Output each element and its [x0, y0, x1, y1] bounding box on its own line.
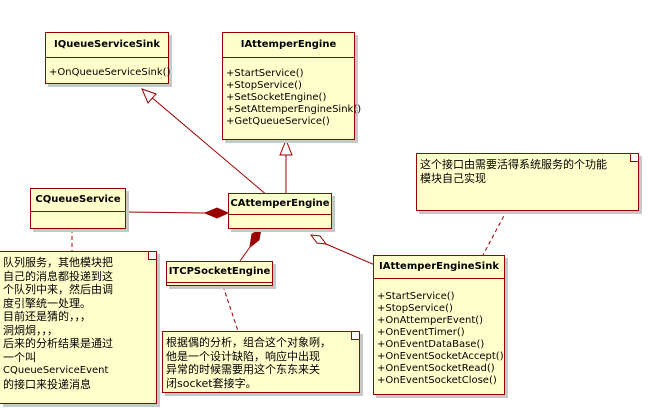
- note-socket-engine: 根据偶的分析，组合这个对象咧， 他是一个设计缺陷，响应中出现 异常的时候需要用这…: [162, 331, 360, 393]
- operation: +SetAttemperEngineSink(): [226, 104, 362, 115]
- class-name: CQueueService: [31, 189, 125, 212]
- class-iqueue-service-sink[interactable]: IQueueServiceSink +OnQueueServiceSink(): [45, 32, 171, 84]
- composition-cqueue-service: [125, 207, 230, 219]
- note-line: 这个接口由需要活得系统服务的个功能: [420, 158, 607, 171]
- note-anchor-interface: [482, 209, 508, 256]
- generalization-to-iattemper-engine: [279, 138, 293, 193]
- note-line: 度引擎统一处理。: [3, 296, 91, 310]
- operation: +OnEventSocketAccept(): [377, 351, 504, 362]
- note-line: 个队列中来，然后由调: [3, 283, 113, 296]
- class-iattemper-engine-sink[interactable]: IAttemperEngineSink +StartService() +Sto…: [373, 255, 505, 395]
- class-cattemper-engine[interactable]: CAttemperEngine: [228, 193, 332, 229]
- class-cqueue-service[interactable]: CQueueService: [30, 188, 126, 229]
- operation: +SetSocketEngine(): [226, 92, 327, 103]
- operation: +OnEventTimer(): [377, 327, 465, 338]
- class-name: CAttemperEngine: [229, 194, 331, 215]
- generalization-to-iqueue-service-sink: [141, 88, 269, 197]
- note-line: 洞烔烔，，，: [3, 323, 58, 337]
- operation: +StopService(): [377, 303, 453, 314]
- operations-list: +OnQueueServiceSink(): [46, 58, 171, 79]
- note-line: 后来的分析结果是通过: [3, 337, 113, 350]
- class-name: IQueueServiceSink: [46, 33, 168, 58]
- class-name: IAttemperEngine: [223, 33, 354, 58]
- note-line: 目前还是猜的，，，: [3, 310, 91, 323]
- composition-itcp-socket-engine: [239, 228, 262, 262]
- operation: +OnEventDataBase(): [377, 339, 485, 350]
- operation: +StopService(): [226, 80, 302, 91]
- aggregation-iattemper-engine-sink: [309, 234, 383, 269]
- note-line: 队列服务，其他模块把: [3, 256, 113, 269]
- operation: +OnQueueServiceSink(): [49, 67, 171, 78]
- note-interface: 这个接口由需要活得系统服务的个功能 模块自己实现: [416, 153, 639, 211]
- note-line: 他是一个设计缺陷，响应中出现: [166, 349, 320, 363]
- note-anchor-socket: [222, 285, 239, 332]
- operation: +OnAttemperEvent(): [377, 315, 484, 326]
- class-name: ITCPSocketEngine: [167, 262, 272, 283]
- note-line: 异常的时候需要用这个东东来关: [166, 363, 320, 376]
- operation: +StartService(): [226, 68, 304, 79]
- note-line: 闭socket套接字。: [166, 376, 257, 390]
- class-iattemper-engine[interactable]: IAttemperEngine +StartService() +StopSer…: [222, 32, 362, 140]
- note-line: 一个叫: [3, 350, 36, 364]
- operations-list: +StartService() +StopService() +OnAttemp…: [374, 279, 504, 387]
- class-name: IAttemperEngineSink: [374, 256, 504, 279]
- note-line: 根据偶的分析，组合这个对象咧，: [166, 336, 331, 349]
- note-line: 自己的消息都投递到这: [3, 269, 113, 283]
- class-itcp-socket-engine[interactable]: ITCPSocketEngine: [166, 261, 273, 286]
- note-line: CQueueServiceEvent: [3, 365, 109, 376]
- operation: +GetQueueService(): [226, 116, 330, 127]
- note-line: 模块自己实现: [420, 171, 486, 185]
- operation: +OnEventSocketClose(): [377, 375, 497, 386]
- operation: +OnEventSocketRead(): [377, 363, 495, 374]
- note-line: 的接口来投递消息: [3, 377, 91, 391]
- note-queue-service: 队列服务，其他模块把 自己的消息都投递到这 个队列中来，然后由调 度引擎统一处理…: [0, 251, 157, 404]
- operation: +StartService(): [377, 291, 455, 302]
- operations-list: +StartService() +StopService() +SetSocke…: [223, 58, 362, 128]
